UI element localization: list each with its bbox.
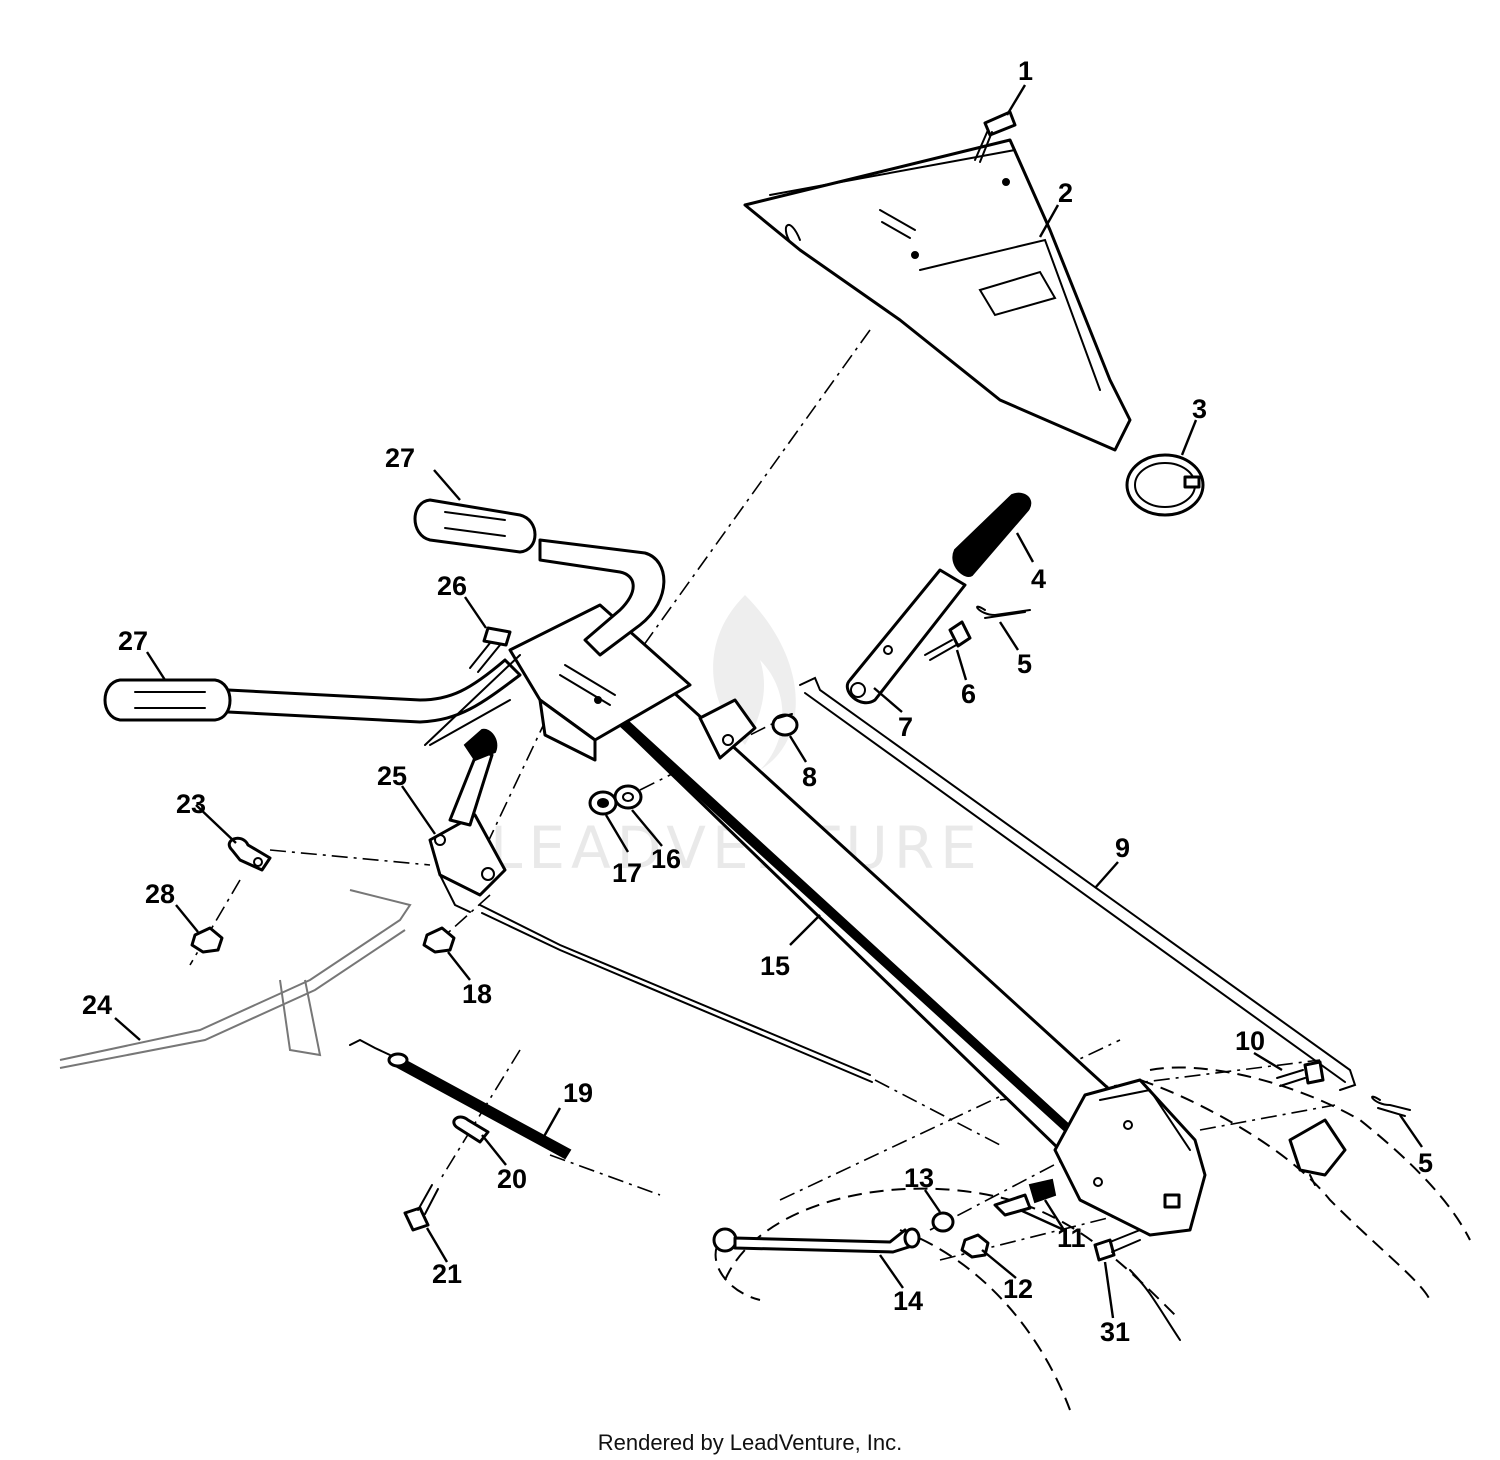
callout-13: 13 — [904, 1163, 934, 1193]
part-3-ring — [1125, 453, 1205, 517]
part-18-nut — [422, 926, 456, 954]
part-7-shift-lever — [846, 568, 967, 704]
callout-1: 1 — [1018, 56, 1033, 86]
part-17-washer — [588, 790, 618, 816]
part-2-cover — [743, 138, 1132, 452]
callout-26: 26 — [437, 571, 467, 601]
callout-5-lower: 5 — [1418, 1148, 1433, 1178]
callout-12: 12 — [1003, 1274, 1033, 1304]
part-27-grip-lower — [103, 678, 232, 722]
callout-8: 8 — [802, 762, 817, 792]
callout-27-lower: 27 — [118, 626, 148, 656]
part-19-clutch-cable — [349, 1038, 572, 1160]
callout-9: 9 — [1115, 833, 1130, 863]
part-20-clip — [452, 1115, 490, 1144]
part-28-nut — [190, 926, 224, 954]
control-cable — [479, 904, 873, 1083]
part-9-shift-rod — [799, 676, 1357, 1091]
callout-24: 24 — [82, 990, 112, 1020]
credit-text: Rendered by LeadVenture, Inc. — [597, 1430, 903, 1455]
part-4-lever-knob — [952, 492, 1032, 577]
callout-4: 4 — [1031, 564, 1046, 594]
callout-7: 7 — [898, 712, 913, 742]
part-6-bolt — [924, 620, 972, 661]
callout-25: 25 — [377, 761, 407, 791]
part-31-bolt — [1093, 1229, 1141, 1262]
callout-15: 15 — [760, 951, 790, 981]
callout-31: 31 — [1100, 1317, 1130, 1347]
part-5-clip-upper — [976, 605, 1031, 619]
callout-21: 21 — [432, 1259, 462, 1289]
part-26-bolt — [469, 626, 512, 673]
part-10-bolt — [1276, 1060, 1325, 1087]
part-27-grip-upper — [413, 498, 537, 554]
part-16-washer — [613, 784, 643, 810]
callout-3: 3 — [1192, 394, 1207, 424]
part-8-spacer — [771, 713, 799, 737]
part-15-handle-tube — [593, 678, 1112, 1152]
part-24-frame-bar — [59, 889, 412, 1069]
shift-linkage — [1288, 1118, 1347, 1186]
callout-16: 16 — [651, 844, 681, 874]
leader-lines — [114, 84, 1423, 1319]
callout-18: 18 — [462, 979, 492, 1009]
callout-6: 6 — [961, 679, 976, 709]
part-5-clip-lower — [1371, 1095, 1411, 1117]
callout-27-upper: 27 — [385, 443, 415, 473]
callout-14: 14 — [893, 1286, 923, 1316]
callout-19: 19 — [563, 1078, 593, 1108]
part-13-washer — [931, 1211, 955, 1233]
callouts: 1 2 3 27 27 26 4 5 6 7 8 9 10 5 11 12 13… — [82, 56, 1433, 1347]
part-25-control-bracket — [428, 728, 507, 913]
part-14-lever — [712, 1227, 921, 1254]
handlebar-bracket — [508, 603, 757, 762]
callout-23: 23 — [176, 789, 206, 819]
handlebar — [226, 538, 666, 746]
callout-10: 10 — [1235, 1026, 1265, 1056]
part-23-cable-clip — [227, 836, 272, 872]
callout-28: 28 — [145, 879, 175, 909]
part-12-nut — [960, 1233, 990, 1259]
part-1-screw — [974, 110, 1017, 163]
callout-5-upper: 5 — [1017, 649, 1032, 679]
callout-17: 17 — [612, 858, 642, 888]
callout-2: 2 — [1058, 178, 1073, 208]
callout-11: 11 — [1057, 1223, 1086, 1253]
part-21-bolt — [403, 1184, 439, 1232]
callout-20: 20 — [497, 1164, 527, 1194]
transmission-housing — [1053, 1078, 1207, 1237]
